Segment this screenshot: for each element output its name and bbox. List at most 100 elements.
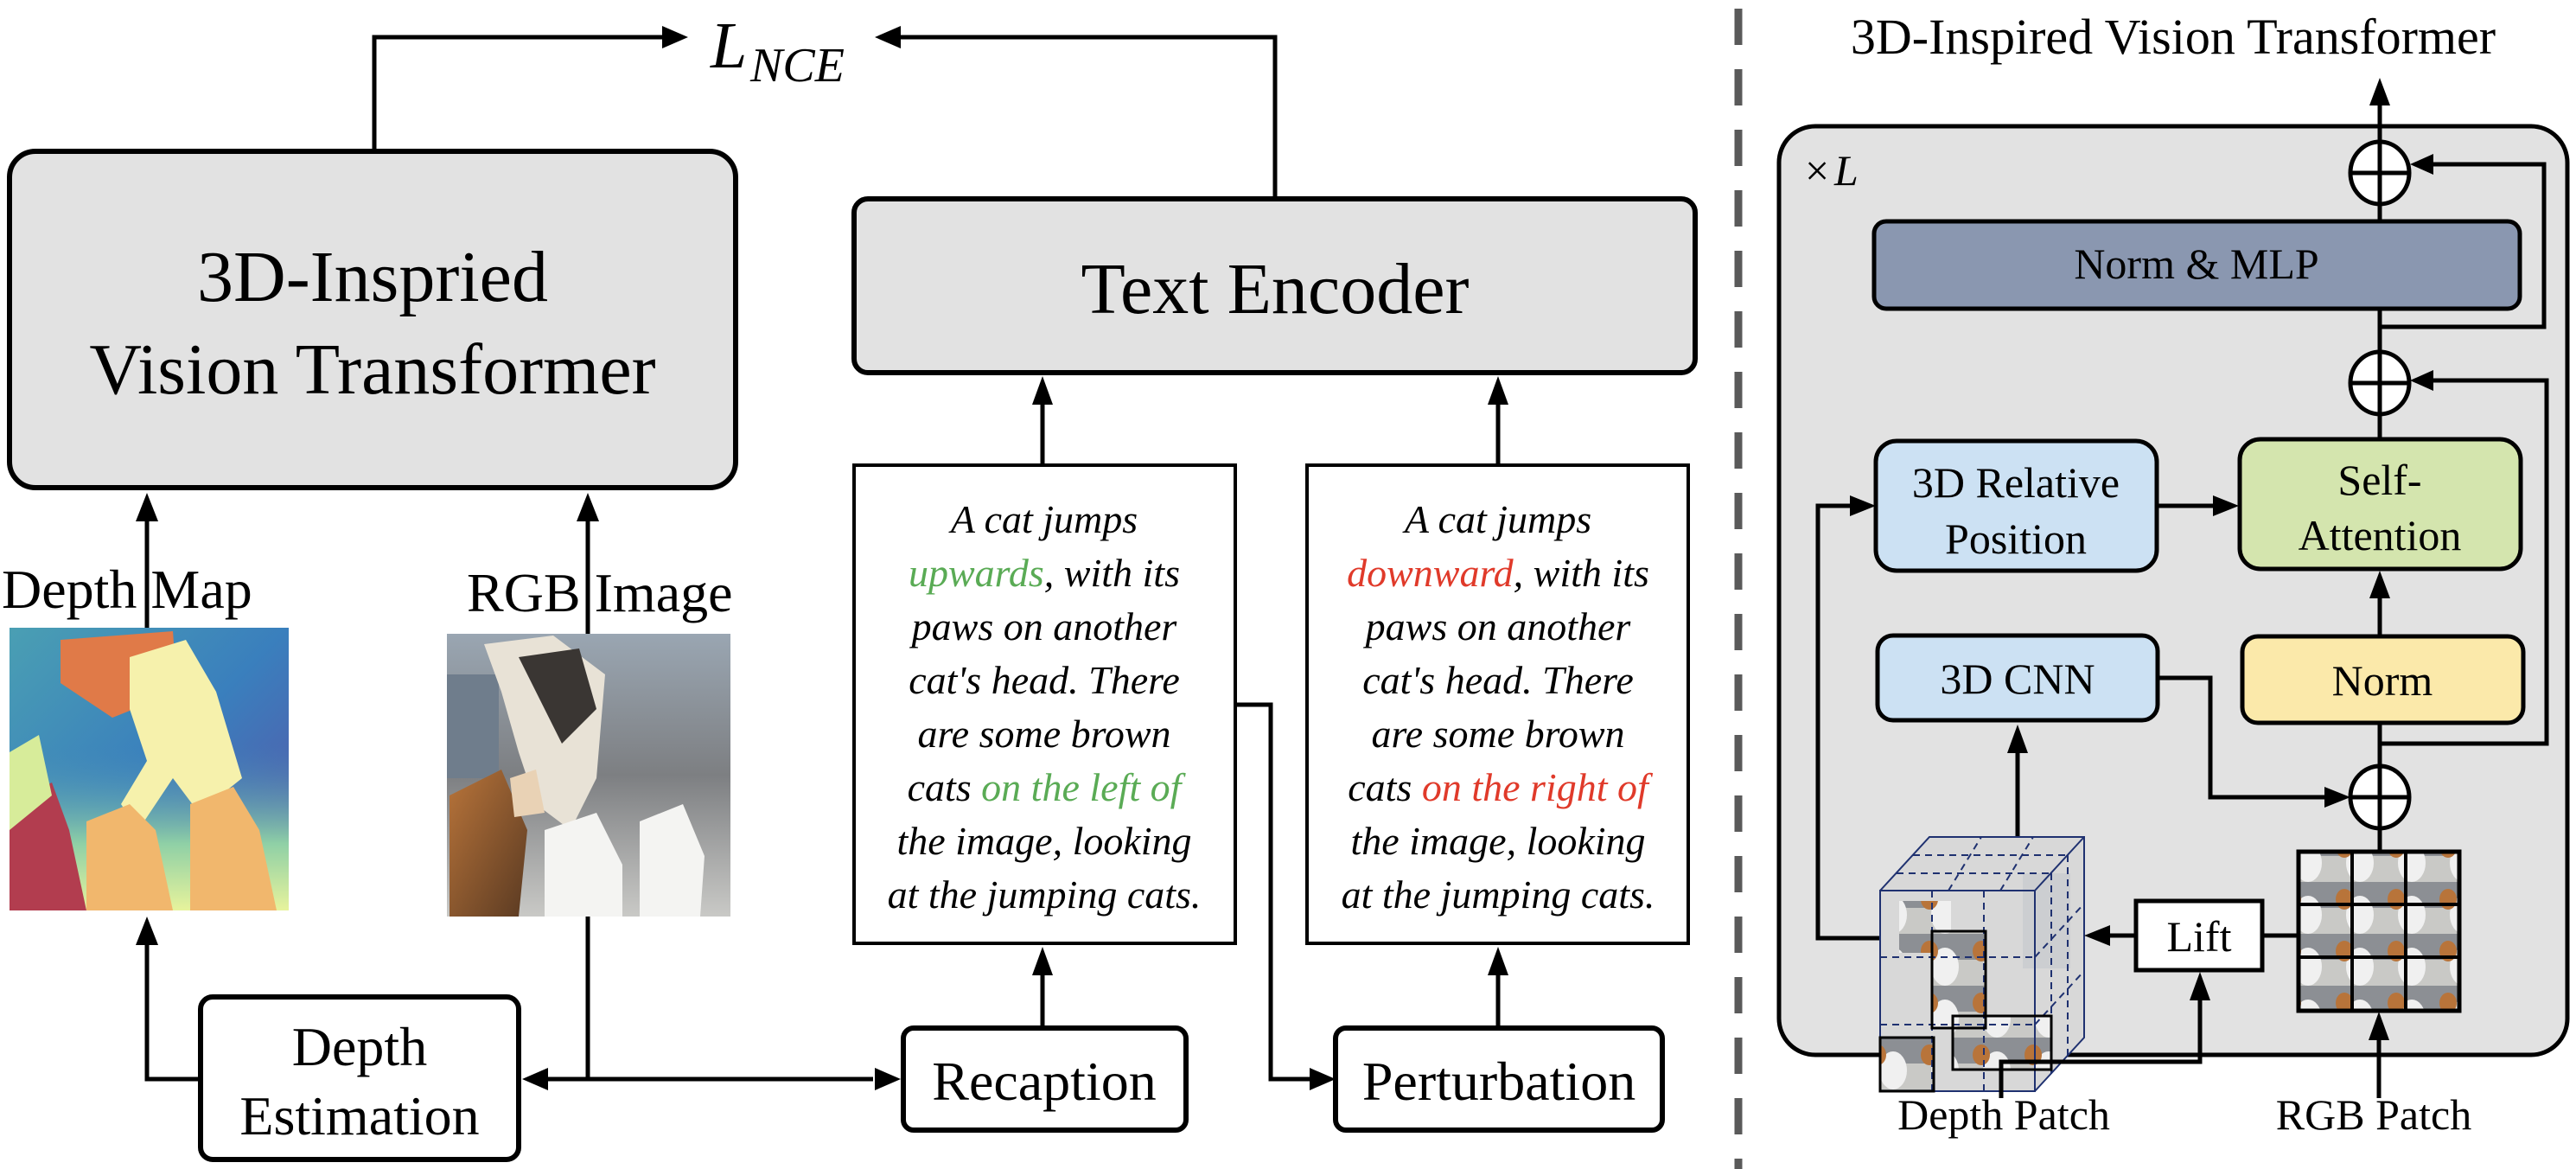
caption-text: are some brown xyxy=(1371,712,1624,756)
cnn-block: 3D CNN xyxy=(1875,633,2160,723)
repeat-var: L xyxy=(1833,146,1859,195)
positive-caption-box: A cat jumps upwards, with its paws on anot… xyxy=(852,463,1237,945)
text-encoder-block: Text Encoder xyxy=(851,196,1698,375)
caption-line: cat's head. There xyxy=(1362,658,1633,702)
recaption-to-caption-arrow xyxy=(1032,947,1053,1028)
lift-label: Lift xyxy=(2167,912,2232,961)
norm-label: Norm xyxy=(2332,656,2433,705)
caption-line: paws on another xyxy=(909,604,1178,648)
caption-line: the image, looking xyxy=(896,819,1191,863)
vision-block-line1: 3D-Inspried xyxy=(197,237,548,317)
loss-symbol: L xyxy=(710,10,747,82)
text-to-loss-arrow xyxy=(875,26,1278,199)
rgb-patch-input-arrow xyxy=(2369,1012,2389,1098)
self-attention-block: Self- Attention xyxy=(2237,437,2523,572)
depth-patch-to-lift-arrow xyxy=(1999,972,2210,1098)
caption-text: at the jumping cats. xyxy=(888,872,1202,917)
caption-line: are some brown xyxy=(917,712,1170,756)
repeat-label: × L xyxy=(1805,146,1859,195)
caption-text: cat's head. There xyxy=(909,658,1179,702)
caption-text: at the jumping cats. xyxy=(1342,872,1655,917)
depth-lifted-patch-cube xyxy=(1878,836,2085,1093)
caption-line: cat's head. There xyxy=(909,658,1179,702)
circled-plus-icon xyxy=(2348,349,2412,417)
caption-text: paws on another xyxy=(909,604,1178,648)
depth-estimation-block: Depth Estimation xyxy=(198,994,521,1162)
caption-line: A cat jumps xyxy=(948,497,1138,541)
rgb-to-vision-arrow xyxy=(577,493,599,634)
negative-caption: A cat jumps downward, with its paws on ano… xyxy=(1342,497,1655,917)
circled-plus-icon xyxy=(2348,139,2412,207)
lift-to-cube-arrow xyxy=(2084,925,2136,946)
negative-caption-to-encoder-arrow xyxy=(1488,376,1508,465)
norm-mlp-label: Norm & MLP xyxy=(2074,240,2318,288)
perturbation-label: Perturbation xyxy=(1362,1051,1636,1112)
caption-text: the image, looking xyxy=(896,819,1191,863)
positive-caption: A cat jumps upwards, with its paws on anot… xyxy=(888,497,1202,917)
caption-highlight-negative: downward xyxy=(1347,551,1514,595)
caption-text: cats xyxy=(908,765,982,809)
caption-text: cat's head. There xyxy=(1362,658,1633,702)
right-panel-title: 3D-Inspired Vision Transformer xyxy=(1851,9,2496,65)
caption-to-perturbation-arrow xyxy=(1235,702,1336,1090)
caption-line: are some brown xyxy=(1371,712,1624,756)
rgb-patch-label: RGB Patch xyxy=(2276,1090,2471,1139)
caption-line: at the jumping cats. xyxy=(1342,872,1655,917)
cnn-label: 3D CNN xyxy=(1940,655,2095,703)
mlp-residual-arrow xyxy=(2380,154,2547,329)
positive-caption-to-encoder-arrow xyxy=(1032,376,1053,465)
rgb-to-estimation-recaption-arrow xyxy=(522,917,901,1090)
rgb-patch-grid xyxy=(2296,849,2462,1013)
depth-map-label: Depth Map xyxy=(2,559,252,620)
output-arrow xyxy=(2369,78,2390,130)
relative-position-line2: Position xyxy=(1945,514,2087,563)
text-encoder-label: Text Encoder xyxy=(1081,249,1470,329)
relative-position-block: 3D Relative Position xyxy=(1873,438,2159,573)
self-attention-line1: Self- xyxy=(2337,456,2421,504)
caption-text: paws on another xyxy=(1363,604,1632,648)
norm-to-attention-arrow xyxy=(2369,571,2390,636)
loss-label: L NCE xyxy=(710,10,845,93)
caption-highlight-positive: upwards xyxy=(909,551,1044,595)
caption-line: paws on another xyxy=(1363,604,1632,648)
negative-caption-box: A cat jumps downward, with its paws on ano… xyxy=(1305,463,1690,945)
vision-transformer-block: 3D-Inspried Vision Transformer xyxy=(7,149,738,490)
attention-residual-arrow xyxy=(2380,370,2549,746)
depth-map-image xyxy=(10,628,289,910)
rgb-image-label: RGB Image xyxy=(467,562,733,623)
depth-map-to-vision-arrow xyxy=(136,493,158,628)
caption-text: A cat jumps xyxy=(1402,497,1591,541)
caption-text: the image, looking xyxy=(1350,819,1645,863)
repeat-prefix: × xyxy=(1805,146,1829,195)
caption-text: cats xyxy=(1348,765,1422,809)
depth-estimation-line1: Depth xyxy=(292,1016,427,1077)
caption-line: cats on the left of xyxy=(908,765,1187,809)
recaption-label: Recaption xyxy=(932,1051,1156,1112)
depth-patch-label: Depth Patch xyxy=(1897,1090,2110,1139)
caption-line: upwards, with its xyxy=(909,551,1180,595)
cube-to-position-arrow xyxy=(1815,495,1880,941)
caption-line: the image, looking xyxy=(1350,819,1645,863)
perturbation-to-caption-arrow xyxy=(1488,947,1508,1028)
circled-plus-icon xyxy=(2348,763,2412,831)
position-to-attention-arrow xyxy=(2157,495,2239,516)
caption-highlight-positive: on the left of xyxy=(981,765,1186,809)
recaption-block: Recaption xyxy=(901,1025,1189,1133)
self-attention-line2: Attention xyxy=(2299,511,2462,559)
perturbation-block: Perturbation xyxy=(1333,1025,1665,1133)
depth-estimation-line2: Estimation xyxy=(239,1085,479,1147)
cnn-to-adder-arrow xyxy=(2158,675,2350,808)
norm-block: Norm xyxy=(2240,634,2526,725)
lift-block: Lift xyxy=(2133,898,2265,973)
norm-mlp-block: Norm & MLP xyxy=(1871,219,2522,311)
relative-position-line1: 3D Relative xyxy=(1912,458,2120,507)
caption-line: cats on the right of xyxy=(1348,765,1654,809)
caption-line: downward, with its xyxy=(1347,551,1649,595)
caption-text: , with its xyxy=(1514,551,1649,595)
loss-subscript: NCE xyxy=(749,39,845,93)
caption-text: A cat jumps xyxy=(948,497,1138,541)
caption-text: , with its xyxy=(1044,551,1180,595)
vision-block-line2: Vision Transformer xyxy=(89,329,655,410)
caption-highlight-negative: on the right of xyxy=(1422,765,1654,809)
